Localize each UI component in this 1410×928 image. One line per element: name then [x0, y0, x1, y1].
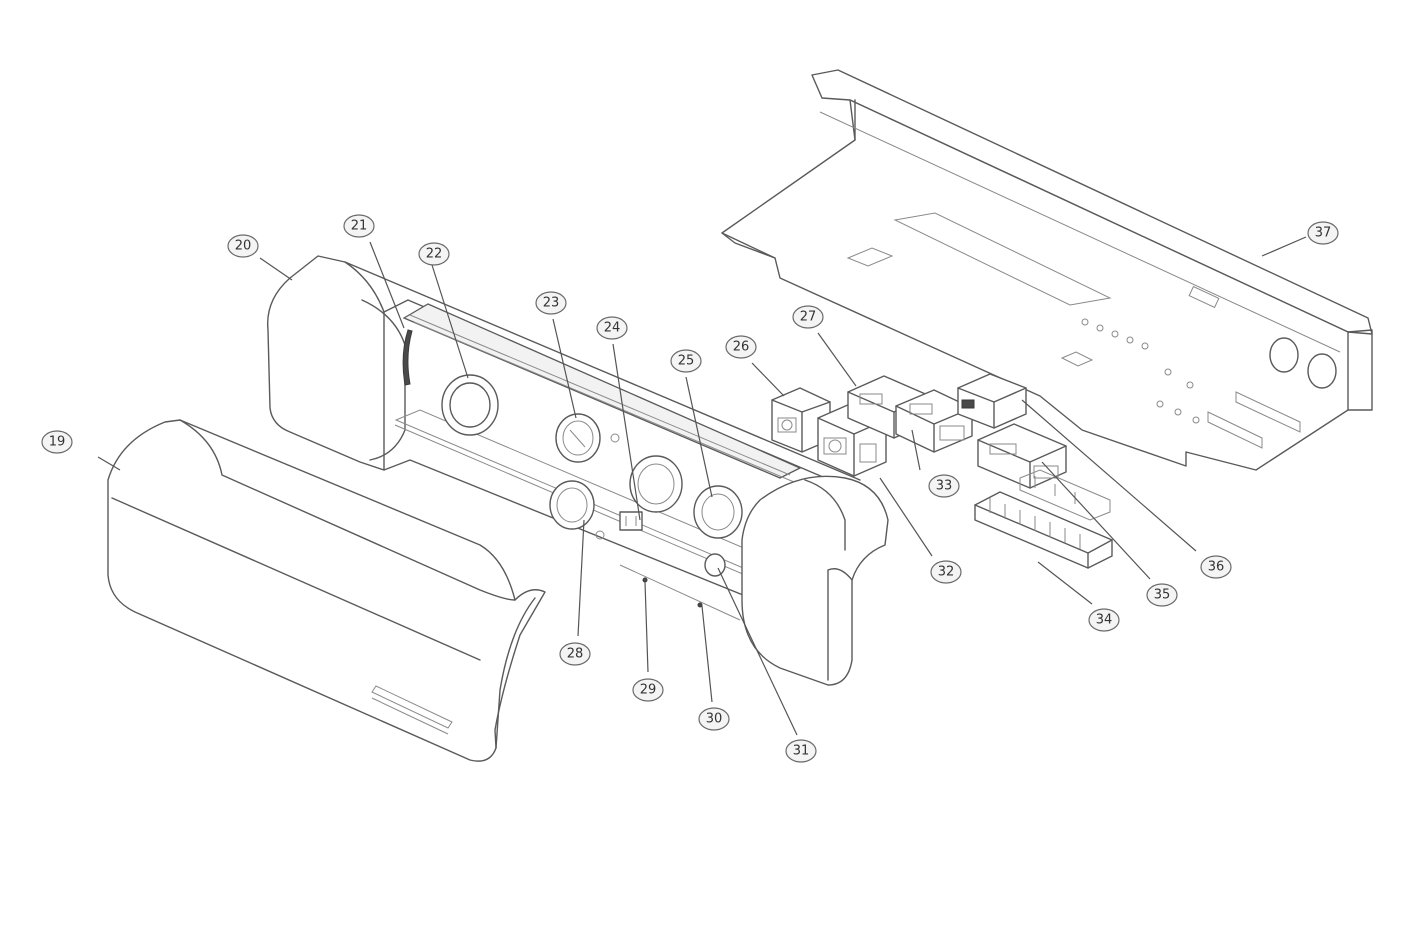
svg-text:22: 22	[426, 247, 443, 262]
callout-20: 20	[227, 234, 259, 258]
callout-33: 33	[928, 474, 960, 498]
svg-text:37: 37	[1315, 226, 1332, 241]
small-relay-36	[957, 373, 1027, 429]
svg-text:36: 36	[1208, 560, 1225, 575]
svg-text:26: 26	[733, 340, 750, 355]
callout-32: 32	[930, 560, 962, 584]
callout-25: 25	[670, 349, 702, 373]
leader-lines	[97, 236, 1307, 736]
svg-text:19: 19	[49, 435, 66, 450]
svg-text:28: 28	[567, 647, 584, 662]
svg-text:21: 21	[351, 219, 368, 234]
callout-22: 22	[418, 242, 450, 266]
callout-36: 36	[1200, 555, 1232, 579]
contactor-33	[895, 389, 973, 453]
callout-19: 19	[41, 430, 73, 454]
callout-34: 34	[1088, 608, 1120, 632]
callout-30: 30	[698, 707, 730, 731]
callout-27: 27	[792, 305, 824, 329]
svg-text:27: 27	[800, 310, 817, 325]
svg-text:20: 20	[235, 239, 252, 254]
terminal-strip-34	[974, 469, 1113, 569]
front-cover	[107, 419, 546, 762]
svg-text:32: 32	[938, 565, 955, 580]
svg-text:34: 34	[1096, 613, 1113, 628]
callout-26: 26	[725, 335, 757, 359]
callout-37: 37	[1307, 221, 1339, 245]
svg-text:31: 31	[793, 744, 810, 759]
callout-35: 35	[1146, 583, 1178, 607]
svg-text:33: 33	[936, 479, 953, 494]
svg-text:35: 35	[1154, 588, 1171, 603]
svg-text:25: 25	[678, 354, 695, 369]
svg-text:23: 23	[543, 296, 560, 311]
callout-29: 29	[632, 678, 664, 702]
callout-31: 31	[785, 739, 817, 763]
chassis-tray	[721, 69, 1373, 471]
callout-23: 23	[535, 291, 567, 315]
rear-console-housing	[266, 255, 889, 686]
callout-24: 24	[596, 316, 628, 340]
callout-21: 21	[343, 214, 375, 238]
svg-text:24: 24	[604, 321, 621, 336]
svg-text:30: 30	[706, 712, 723, 727]
callout-28: 28	[559, 642, 591, 666]
contactor-35	[977, 423, 1067, 489]
svg-text:29: 29	[640, 683, 657, 698]
